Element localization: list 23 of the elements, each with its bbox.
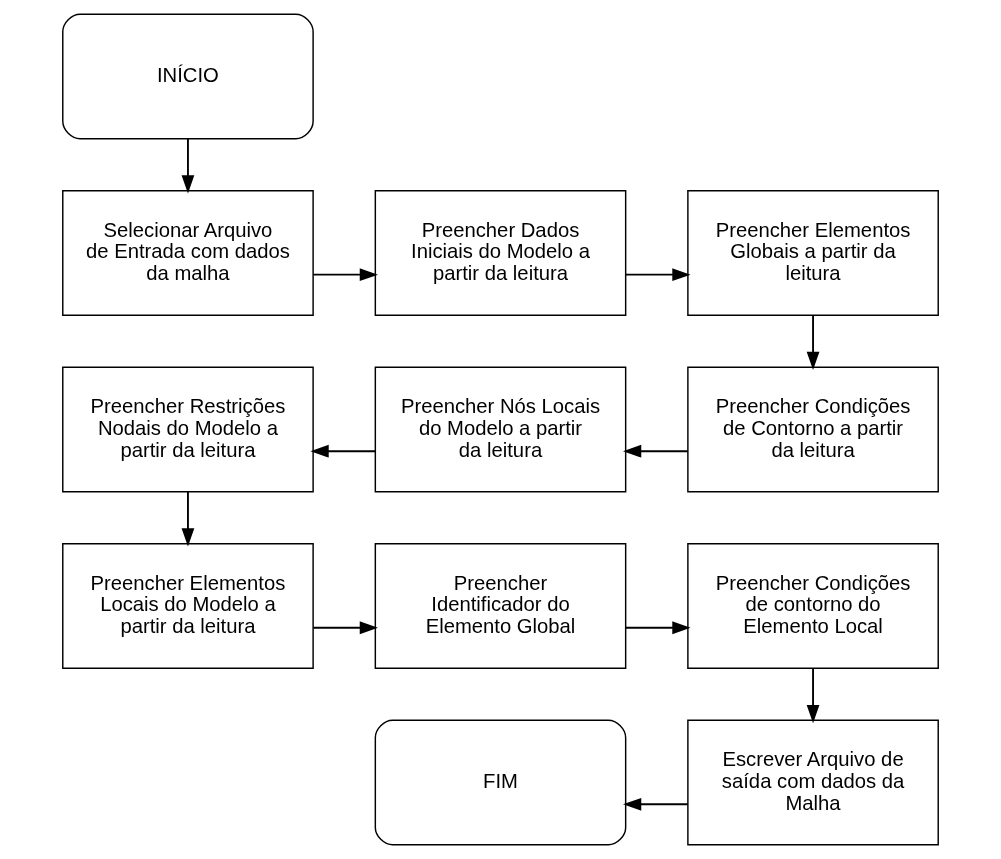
node-box: FIM xyxy=(374,719,627,846)
arrow xyxy=(310,444,377,458)
node-box: Preencher Dados Iniciais do Modelo a partir da leitura xyxy=(374,190,627,316)
node-box: Escrever Arquivo de saída com dados da Malha xyxy=(687,719,939,846)
arrow xyxy=(623,797,689,811)
node-box: Preencher Restrições Nodais do Modelo a partir da leitura xyxy=(62,366,314,493)
arrow xyxy=(624,621,691,635)
arrow xyxy=(181,137,195,194)
node-box: Preencher Identificador do Elemento Global xyxy=(374,543,627,669)
node-box: Preencher Condições de Contorno a partir da leitura xyxy=(687,366,939,493)
arrow xyxy=(624,268,691,282)
node-box: Selecionar Arquivo de Entrada com dados da malha xyxy=(62,190,314,316)
arrow xyxy=(181,490,195,547)
node-box: Preencher Condições de contorno do Elemento Local xyxy=(687,543,939,669)
node-box: Preencher Elementos Locais do Modelo a partir da leitura xyxy=(62,543,314,669)
node-box: Preencher Nós Locais do Modelo a partir da leitura xyxy=(374,366,627,493)
node-box: INÍCIO xyxy=(62,13,314,140)
arrow xyxy=(806,314,820,371)
node-box: Preencher Elementos Globais a partir da leitura xyxy=(687,190,939,316)
arrow xyxy=(312,268,378,282)
arrow xyxy=(806,667,820,724)
arrow xyxy=(312,621,378,635)
arrow xyxy=(623,444,689,458)
